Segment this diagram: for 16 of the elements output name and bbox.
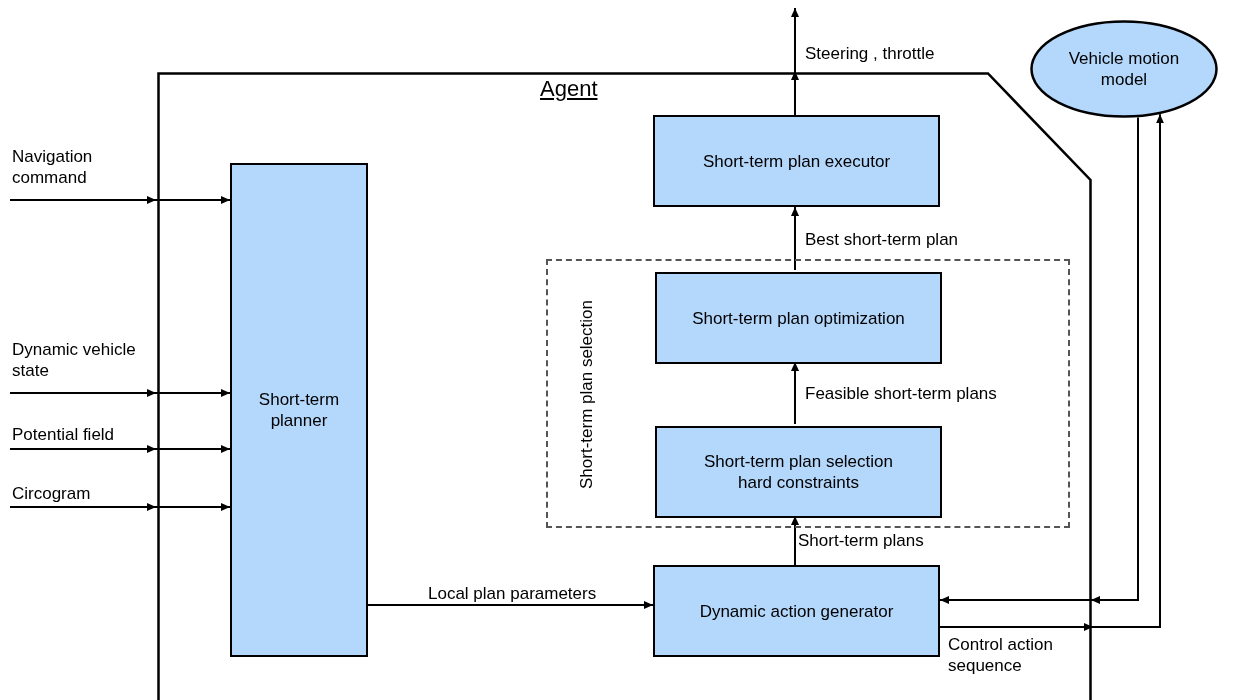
agent-boundary	[157, 72, 1092, 700]
process-box	[653, 115, 940, 207]
box-label: Short-term plan selection hard constraints	[703, 451, 894, 493]
process-box	[655, 272, 942, 364]
box-label: Short-term plan optimization	[691, 307, 906, 329]
process-box	[653, 565, 940, 657]
box-label: Short-term plan executor	[701, 150, 892, 172]
process-box	[655, 426, 942, 518]
model-ellipse	[1030, 20, 1218, 118]
group-label: Short-term plan selection	[575, 298, 597, 491]
dashed-group	[546, 259, 1070, 528]
box-label: Dynamic action generator	[698, 600, 895, 622]
process-box	[230, 163, 368, 657]
agent-title: Agent	[540, 76, 598, 102]
ellipse-label: Vehicle motion model	[1067, 48, 1181, 90]
box-label: Short-term planner	[257, 389, 341, 431]
